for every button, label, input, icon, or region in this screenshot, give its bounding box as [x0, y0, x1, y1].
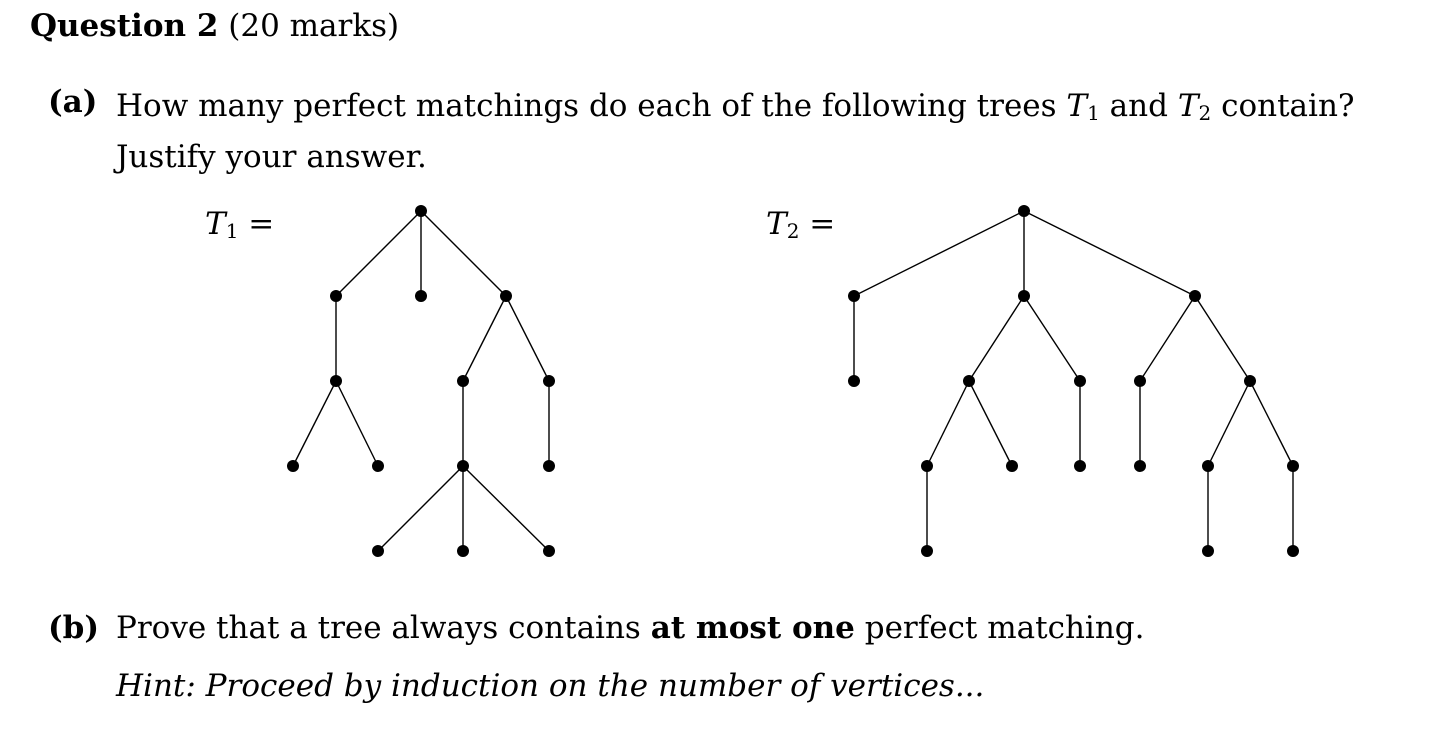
tree-edge — [420, 210, 507, 297]
tree-t1-label: T1 = — [205, 206, 274, 243]
t2-equals: = — [799, 206, 836, 242]
tree-edge — [292, 380, 337, 467]
t2-letter: T — [766, 206, 787, 242]
t2-subscript: 2 — [786, 219, 800, 243]
part-b-text-after: perfect matching. — [854, 610, 1145, 646]
part-a-text-after: contain? Justify your answer. — [116, 88, 1355, 175]
tree-vertex — [1018, 290, 1030, 302]
part-b-question: Prove that a tree always contains at mos… — [116, 610, 1145, 646]
part-a-t1-subscript: 1 — [1087, 101, 1100, 125]
tree-vertex — [457, 375, 469, 387]
tree-edge — [1249, 380, 1294, 467]
tree-vertex — [1018, 205, 1030, 217]
tree-vertex — [1134, 460, 1146, 472]
tree-edge — [853, 210, 1025, 297]
part-a-question: How many perfect matchings do each of th… — [116, 84, 1391, 179]
tree-edge — [505, 295, 550, 382]
part-a-text-and: and — [1099, 88, 1178, 124]
part-b-label: (b) — [48, 610, 100, 646]
tree-vertex — [1244, 375, 1256, 387]
tree-edge — [377, 465, 464, 552]
tree-vertex — [1074, 375, 1086, 387]
question-number: Question 2 — [30, 8, 219, 44]
tree-vertex — [1134, 375, 1146, 387]
tree-vertex — [287, 460, 299, 472]
part-a-text-before: How many perfect matchings do each of th… — [116, 88, 1067, 124]
tree-vertex — [848, 375, 860, 387]
tree-edge — [1207, 380, 1251, 467]
tree-vertex — [330, 375, 342, 387]
tree-vertex — [372, 460, 384, 472]
t1-letter: T — [205, 206, 226, 242]
tree-vertex — [1287, 460, 1299, 472]
tree-vertex — [1202, 460, 1214, 472]
t1-equals: = — [238, 206, 275, 242]
tree-vertex — [1006, 460, 1018, 472]
tree-vertex — [1189, 290, 1201, 302]
tree-vertex — [963, 375, 975, 387]
tree-vertex — [415, 205, 427, 217]
tree-vertex — [457, 460, 469, 472]
tree-vertex — [500, 290, 512, 302]
tree-vertex — [1287, 545, 1299, 557]
tree-edge — [335, 380, 379, 467]
tree-edge — [1023, 295, 1081, 382]
tree-vertex — [848, 290, 860, 302]
part-a-t2-subscript: 2 — [1198, 101, 1212, 125]
tree-edge — [1023, 210, 1196, 297]
part-b-text-before: Prove that a tree always contains — [116, 610, 651, 646]
part-a-t2-symbol: T — [1177, 88, 1199, 124]
tree-vertex — [372, 545, 384, 557]
part-a-t1-symbol: T — [1066, 88, 1088, 124]
tree-edge — [462, 465, 550, 552]
tree-vertex — [543, 545, 555, 557]
tree-vertex — [543, 460, 555, 472]
tree-vertex — [1202, 545, 1214, 557]
tree-edge — [968, 380, 1013, 467]
part-a-label: (a) — [48, 84, 98, 120]
part-b-emphasis: at most one — [650, 610, 855, 646]
tree-edge — [968, 295, 1025, 382]
tree-vertex — [1074, 460, 1086, 472]
tree-vertex — [921, 545, 933, 557]
tree-edge — [462, 295, 507, 382]
tree-edge — [1139, 295, 1196, 382]
tree-vertex — [457, 545, 469, 557]
tree-edge — [926, 380, 970, 467]
tree-vertex — [415, 290, 427, 302]
tree-vertex — [543, 375, 555, 387]
tree-t2 — [848, 205, 1299, 557]
tree-t1 — [287, 205, 555, 557]
part-b-hint: Hint: Proceed by induction on the number… — [116, 668, 985, 704]
t1-subscript: 1 — [225, 219, 239, 243]
tree-t2-label: T2 = — [766, 206, 835, 243]
tree-edge — [1194, 295, 1251, 382]
tree-vertex — [921, 460, 933, 472]
tree-edge — [335, 210, 422, 297]
question-title: Question 2 (20 marks) — [30, 8, 399, 44]
question-marks: (20 marks) — [228, 8, 400, 44]
tree-vertex — [330, 290, 342, 302]
